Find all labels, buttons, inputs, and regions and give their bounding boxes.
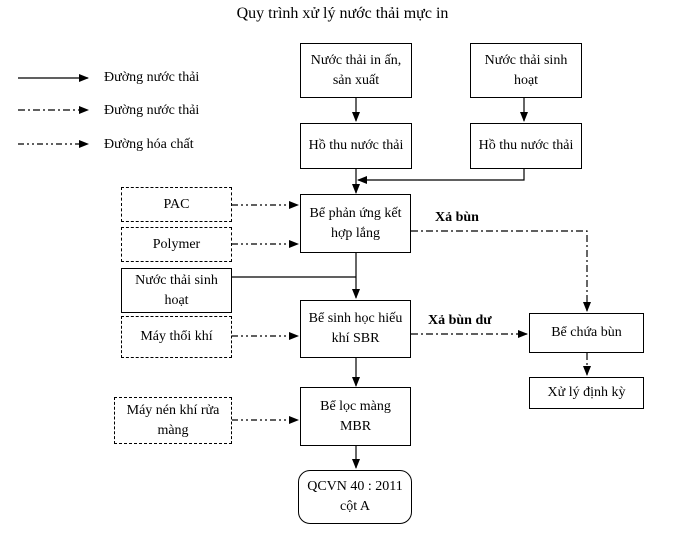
node-ho-thu-1: Hồ thu nước thải — [300, 123, 412, 169]
node-xu-ly-dinh-ky: Xử lý định kỳ — [529, 377, 644, 409]
node-nuoc-thai-sinh-hoat-mid: Nước thải sinh hoạt — [121, 268, 232, 313]
node-be-loc-mang-mbr: Bể lọc màng MBR — [300, 387, 411, 446]
node-ho-thu-2: Hồ thu nước thải — [470, 123, 582, 169]
edge-label-xa-bun: Xả bùn — [435, 210, 479, 225]
node-nuoc-thai-in-an: Nước thải in ấn, sản xuất — [300, 43, 412, 98]
edge-label-xa-bun-du: Xả bùn dư — [428, 313, 492, 328]
node-be-chua-bun: Bể chứa bùn — [529, 313, 644, 353]
legend-label-dash-dot-dot: Đường hóa chất — [104, 137, 194, 152]
legend-label-dash-dot: Đường nước thải — [104, 103, 200, 118]
edge-xa-bun — [411, 230, 591, 312]
node-qcvn: QCVN 40 : 2011 cột A — [298, 470, 412, 524]
diagram-title: Quy trình xử lý nước thải mực in — [236, 5, 449, 22]
node-be-sinh-hoc-sbr: Bể sinh học hiếu khí SBR — [300, 300, 411, 358]
node-nuoc-thai-sinh-hoat-top: Nước thải sinh hoạt — [470, 43, 582, 98]
edge-ho-thu-2-merge — [357, 169, 525, 184]
node-be-phan-ung: Bể phản ứng kết hợp lắng — [300, 194, 411, 253]
legend-label-solid: Đường nước thải — [104, 70, 200, 85]
node-pac: PAC — [121, 187, 232, 222]
node-polymer: Polymer — [121, 227, 232, 262]
node-may-thoi-khi: Máy thổi khí — [121, 316, 232, 358]
node-may-nen-khi: Máy nén khí rửa màng — [114, 397, 232, 444]
